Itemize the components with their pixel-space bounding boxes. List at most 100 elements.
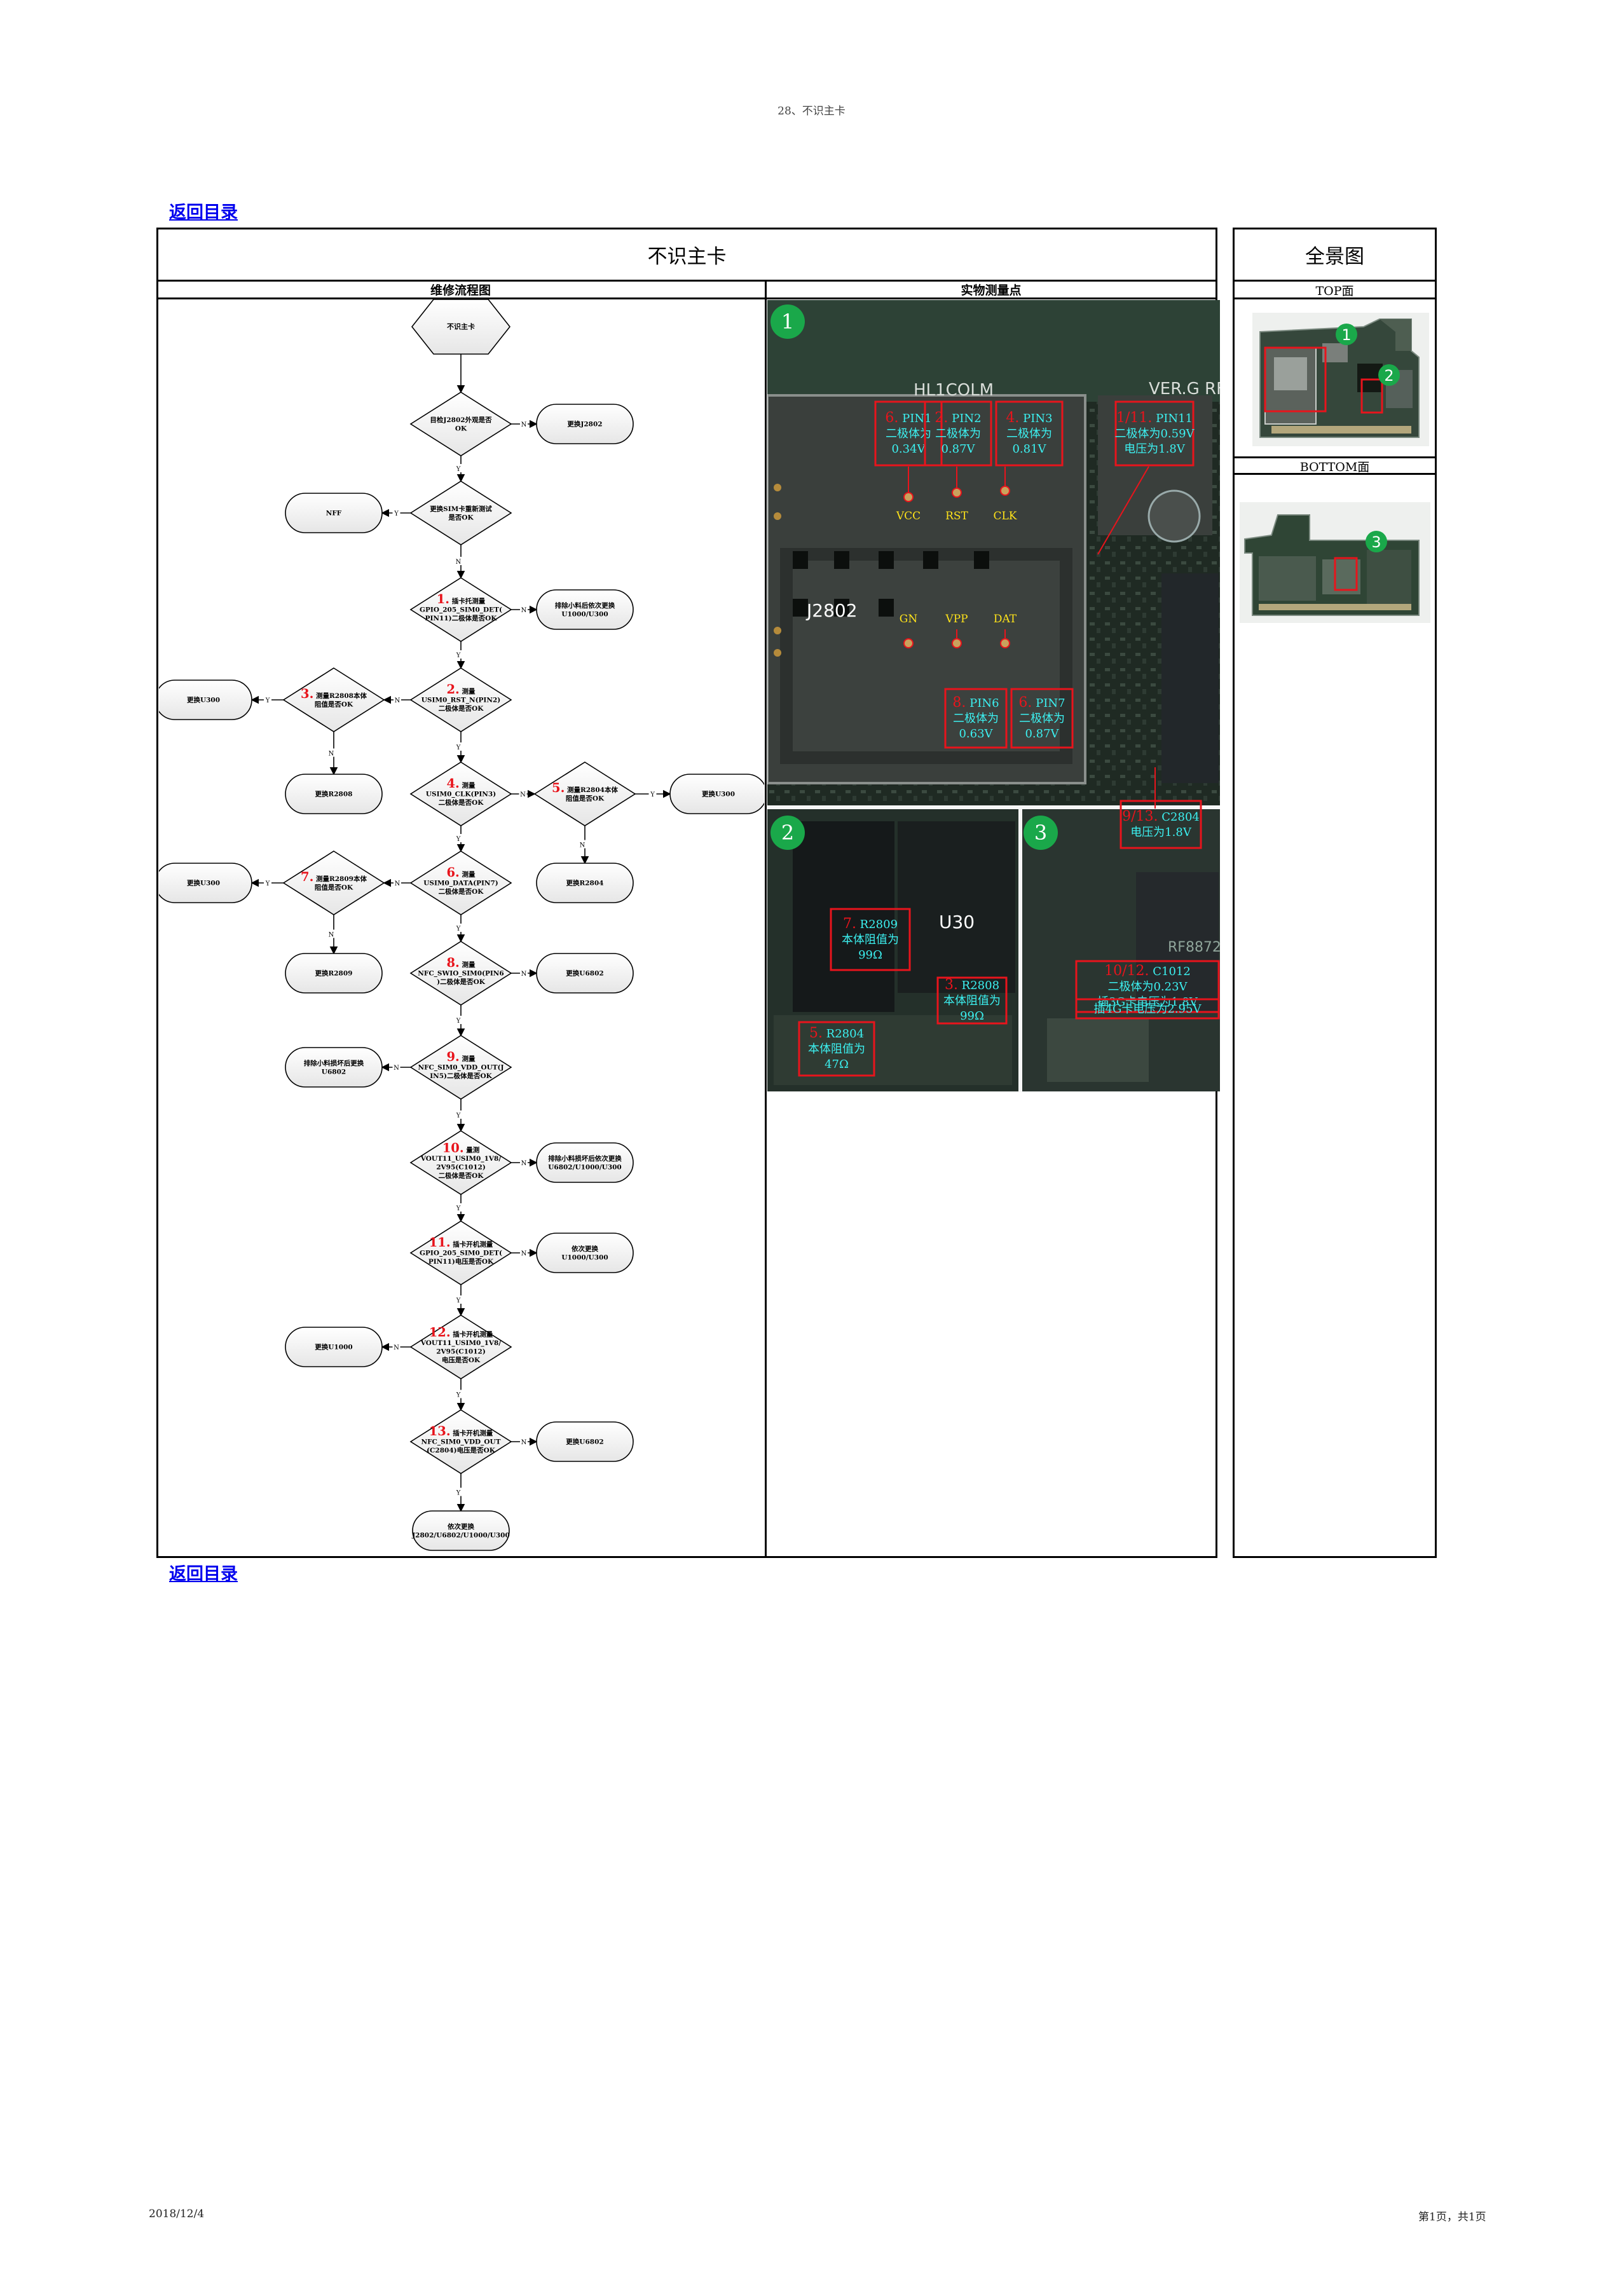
svg-text:Y: Y <box>456 744 461 751</box>
measure-box-9-line-2: 47Ω <box>825 1058 849 1071</box>
svg-text:更换SIM卡重新测试: 更换SIM卡重新测试 <box>430 505 492 513</box>
col-header-photo: 实物测量点 <box>765 281 1217 298</box>
measure-box-8-line-2: 99Ω <box>960 1009 984 1023</box>
flow-d1 <box>411 392 511 456</box>
measure-box-3-line-1: 二极体为0.59V <box>1114 427 1195 441</box>
measure-box-2-line-2: 0.81V <box>1012 442 1046 456</box>
svg-text:1: 1 <box>781 310 794 334</box>
main-title: 不识主卡 <box>156 240 1217 269</box>
svg-text:Y: Y <box>456 1297 461 1304</box>
measure-box-9-line-0: 5. R2804 <box>809 1025 864 1041</box>
svg-text:Y: Y <box>456 1490 461 1497</box>
svg-text:排除小料损坏后更换: 排除小料损坏后更换 <box>304 1059 364 1067</box>
svg-text:更换U6802: 更换U6802 <box>566 969 603 978</box>
svg-text:GPIO_205_SIM0_DET(: GPIO_205_SIM0_DET( <box>420 1250 502 1258</box>
measure-box-10-line-0: 10/12. C1012 <box>1104 963 1191 979</box>
footer-page-number: 第1页，共1页 <box>1418 2208 1486 2224</box>
svg-text:阻值是否OK: 阻值是否OK <box>315 700 353 708</box>
svg-text:3: 3 <box>1371 533 1381 551</box>
measure-box-8-line-0: 3. R2808 <box>945 977 999 993</box>
col-divider <box>765 280 767 1558</box>
measure-box-8-line-1: 本体阻值为 <box>943 994 1001 1008</box>
svg-text:二极体是否OK: 二极体是否OK <box>439 887 484 896</box>
svg-text:1: 1 <box>1341 326 1351 344</box>
svg-text:N: N <box>395 880 401 887</box>
top-board-image: 1 2 <box>1252 313 1429 446</box>
svg-text:CLK: CLK <box>994 510 1017 523</box>
svg-text:USIM0_CLK(PIN3): USIM0_CLK(PIN3) <box>426 791 496 799</box>
svg-text:PIN11)电压是否OK: PIN11)电压是否OK <box>428 1257 494 1266</box>
svg-text:更换R2808: 更换R2808 <box>315 790 353 798</box>
svg-text:N: N <box>521 971 527 978</box>
svg-text:N: N <box>394 1344 399 1351</box>
measure-box-5-line-2: 0.87V <box>1025 727 1059 741</box>
svg-text:USIM0_RST_N(PIN2): USIM0_RST_N(PIN2) <box>421 697 500 705</box>
svg-text:USIM0_DATA(PIN7): USIM0_DATA(PIN7) <box>423 880 498 888</box>
svg-text:J2802/U6802/U1000/U300: J2802/U6802/U1000/U300 <box>411 1531 510 1539</box>
measure-box-4-line-1: 二极体为 <box>953 712 999 725</box>
svg-text:3: 3 <box>1034 821 1047 845</box>
repair-flowchart: 不识主卡目检J2802外观是否OK更换J2802更换SIM卡重新测试是否OKNF… <box>159 299 764 1557</box>
svg-text:NFF: NFF <box>326 510 342 517</box>
svg-text:U1000/U300: U1000/U300 <box>561 1254 608 1261</box>
measure-box-10-line-1: 二极体为0.23V <box>1107 980 1188 994</box>
svg-text:(C2804)电压是否OK: (C2804)电压是否OK <box>427 1446 496 1454</box>
measure-box-11-line-0: 插4G卡电压为2.95V <box>1094 1002 1202 1016</box>
measure-box-6-line-1: 电压为1.8V <box>1130 826 1192 839</box>
svg-text:VOUT11_USIM0_1V8/: VOUT11_USIM0_1V8/ <box>420 1339 502 1348</box>
flow-r10 <box>537 1233 633 1273</box>
flow-d11 <box>411 1315 511 1379</box>
bottom-board-image: 3 <box>1240 502 1430 623</box>
measure-box-7-line-0: 7. R2809 <box>843 916 898 932</box>
flow-d6b <box>284 851 384 915</box>
measure-box-2-line-1: 二极体为 <box>1006 427 1052 441</box>
svg-text:2V95(C1012): 2V95(C1012) <box>436 1348 486 1355</box>
svg-text:更换U1000: 更换U1000 <box>315 1343 352 1351</box>
svg-text:IN5)二极体是否OK: IN5)二极体是否OK <box>430 1072 492 1080</box>
top-side-label: TOP面 <box>1233 282 1437 299</box>
svg-text:VER.G RF: VER.G RF <box>1149 379 1220 399</box>
svg-text:PIN11)二极体是否OK: PIN11)二极体是否OK <box>425 614 498 622</box>
measure-box-1-line-2: 0.87V <box>941 442 975 456</box>
measure-box-9-line-1: 本体阻值为 <box>808 1042 865 1056</box>
flow-d4b <box>284 668 384 732</box>
svg-text:更换J2802: 更换J2802 <box>567 420 602 428</box>
svg-text:GPIO_205_SIM0_DET(: GPIO_205_SIM0_DET( <box>420 606 502 615</box>
svg-text:电压是否OK: 电压是否OK <box>442 1356 481 1364</box>
measure-box-5-line-0: 6. PIN7 <box>1018 695 1065 711</box>
svg-text:更换U6802: 更换U6802 <box>566 1438 603 1446</box>
svg-text:GN: GN <box>900 613 918 625</box>
bottom-side-label: BOTTOM面 <box>1233 458 1437 475</box>
svg-text:依次更换: 依次更换 <box>572 1245 598 1253</box>
svg-text:VOUT11_USIM0_1V8/: VOUT11_USIM0_1V8/ <box>420 1155 502 1163</box>
col-header-flow: 维修流程图 <box>156 281 765 298</box>
svg-text:RF8872: RF8872 <box>1168 940 1220 955</box>
svg-text:U6802/U1000/U300: U6802/U1000/U300 <box>548 1163 622 1171</box>
measure-box-7-line-1: 本体阻值为 <box>842 933 899 946</box>
svg-text:Y: Y <box>456 1018 461 1025</box>
svg-text:RST: RST <box>945 510 968 523</box>
back-to-toc-link-bottom[interactable]: 返回目录 <box>169 1560 238 1585</box>
svg-text:排除小料损坏后依次更换: 排除小料损坏后依次更换 <box>548 1154 622 1163</box>
svg-text:Y: Y <box>456 1112 461 1119</box>
svg-text:排除小料后依次更换: 排除小料后依次更换 <box>555 601 615 610</box>
measure-box-7-line-2: 99Ω <box>858 948 882 962</box>
svg-text:NFC_SIM0_VDD_OUT: NFC_SIM0_VDD_OUT <box>421 1438 500 1447</box>
svg-text:J2802: J2802 <box>805 600 858 621</box>
measure-box-6-line-0: 9/13. C2804 <box>1122 809 1200 824</box>
svg-text:Y: Y <box>394 510 399 517</box>
svg-text:更换U300: 更换U300 <box>702 790 735 798</box>
footer-date: 2018/12/4 <box>149 2208 204 2220</box>
back-to-toc-link-top[interactable]: 返回目录 <box>169 198 238 223</box>
svg-text:N: N <box>329 751 334 758</box>
svg-text:U1000/U300: U1000/U300 <box>561 610 608 618</box>
svg-text:Y: Y <box>456 926 461 933</box>
svg-text:NFC_SIM0_VDD_OUT(J: NFC_SIM0_VDD_OUT(J <box>418 1064 504 1072</box>
svg-text:二极体是否OK: 二极体是否OK <box>439 704 484 713</box>
flow-r9 <box>537 1143 633 1182</box>
measure-box-3-line-0: 1/11. PIN11 <box>1116 410 1193 426</box>
svg-text:阻值是否OK: 阻值是否OK <box>566 794 605 802</box>
svg-text:更换R2809: 更换R2809 <box>315 969 353 978</box>
flow-r3 <box>537 590 633 629</box>
svg-text:OK: OK <box>455 425 467 432</box>
